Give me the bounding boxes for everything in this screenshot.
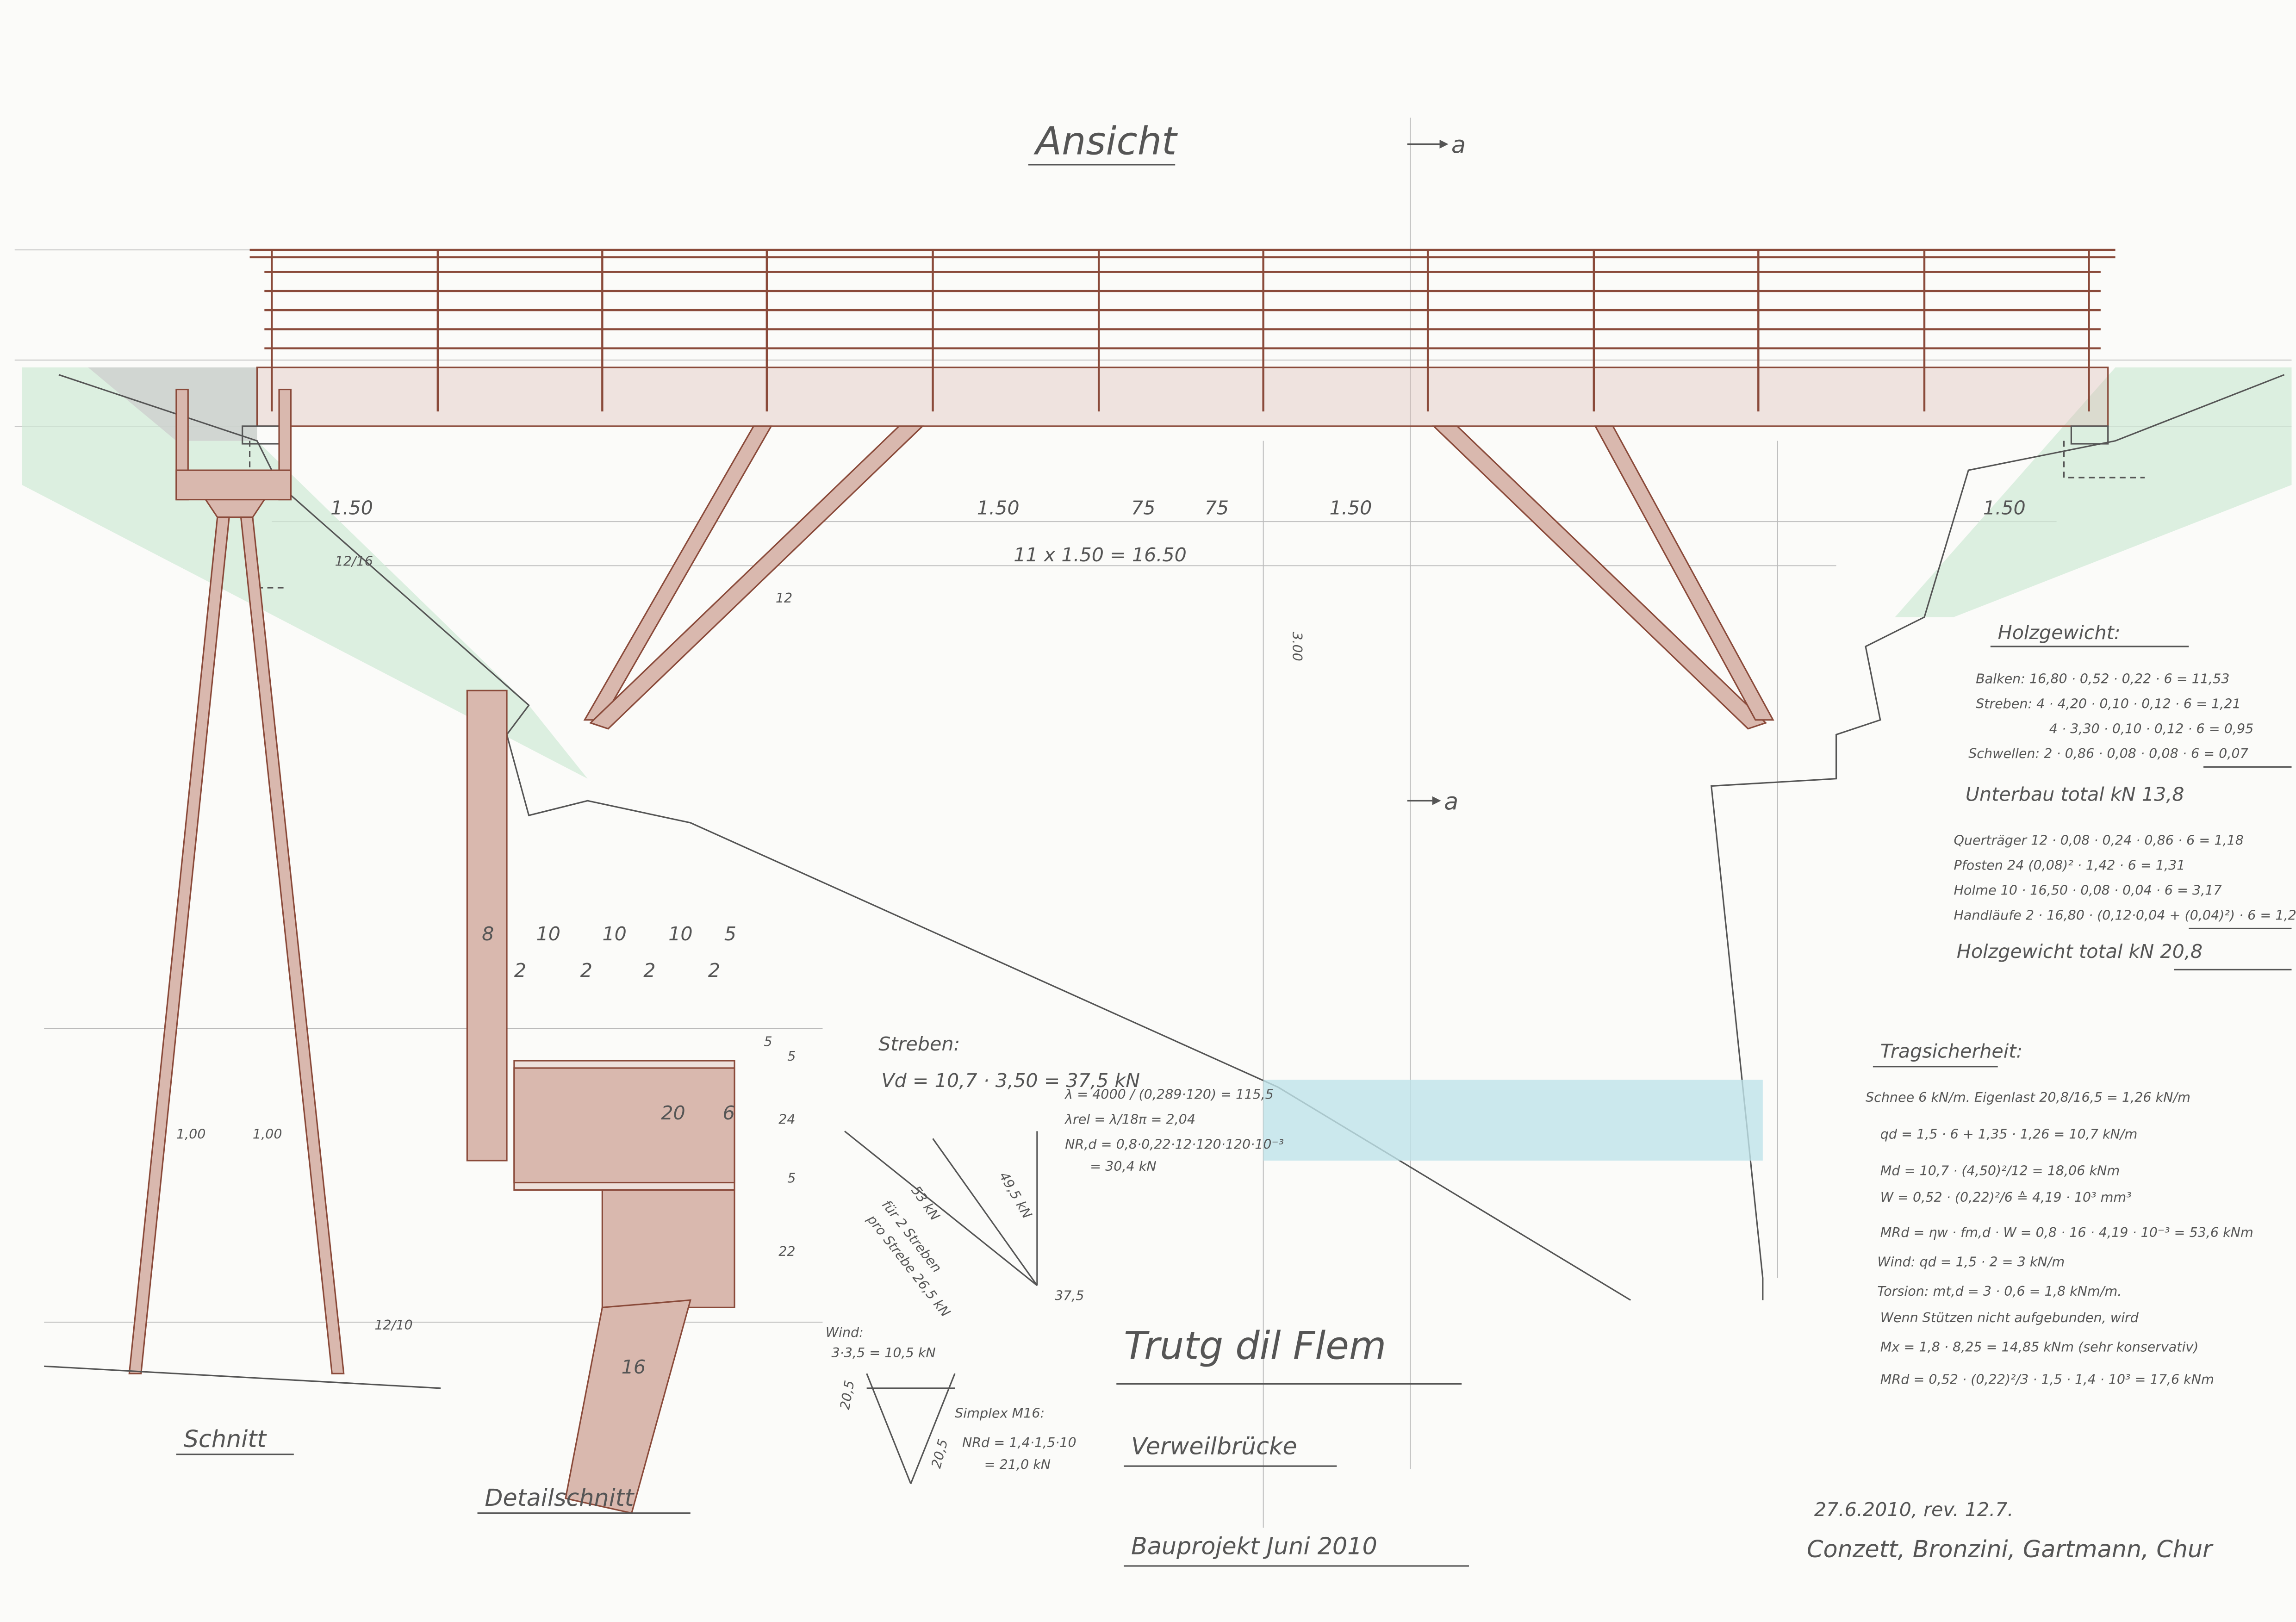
- svg-text:Unterbau total kN 13,8: Unterbau total kN 13,8: [1966, 783, 2184, 805]
- capacity-calculation: Tragsicherheit: Schnee 6 kN/m. Eigenlast…: [1866, 1040, 2253, 1387]
- svg-text:2: 2: [580, 959, 592, 982]
- svg-text:Vd = 10,7 · 3,50 = 37,5 kN: Vd = 10,7 · 3,50 = 37,5 kN: [881, 1069, 1140, 1092]
- svg-text:Streben: 4 · 4,20 · 0,10 · 0,1: Streben: 4 · 4,20 · 0,10 · 0,12 · 6 = 1,…: [1976, 696, 2241, 711]
- svg-text:NR,d = 0,8·0,22·12·120·120·10⁻: NR,d = 0,8·0,22·12·120·120·10⁻³: [1065, 1137, 1284, 1152]
- svg-text:1.50: 1.50: [330, 497, 373, 519]
- svg-text:49,5 kN: 49,5 kN: [996, 1169, 1035, 1221]
- svg-text:2: 2: [514, 959, 526, 982]
- svg-text:= 21,0 kN: = 21,0 kN: [984, 1456, 1051, 1472]
- section-marker-bottom: a: [1407, 788, 1458, 815]
- svg-text:Wenn Stützen nicht aufgebunden: Wenn Stützen nicht aufgebunden, wird: [1880, 1310, 2139, 1325]
- project-phase: Bauprojekt Juni 2010: [1131, 1533, 1377, 1560]
- svg-text:5: 5: [787, 1170, 796, 1186]
- svg-text:Schwellen: 2 · 0,86 · 0,08 · 0: Schwellen: 2 · 0,86 · 0,08 · 0,08 · 6 = …: [1968, 746, 2248, 761]
- svg-text:Schnee 6 kN/m. Eigenlast 20,8/: Schnee 6 kN/m. Eigenlast 20,8/16,5 = 1,2…: [1866, 1089, 2190, 1105]
- terrain: [22, 367, 2292, 1301]
- svg-text:10: 10: [602, 923, 627, 945]
- svg-text:Tragsicherheit:: Tragsicherheit:: [1880, 1040, 2023, 1063]
- title-block: Trutg dil Flem Verweilbrücke Bauprojekt …: [1116, 1324, 2214, 1567]
- svg-text:NRd = 1,4·1,5·10: NRd = 1,4·1,5·10: [962, 1435, 1076, 1450]
- svg-text:Handläufe 2 · 16,80 · (0,12·0,: Handläufe 2 · 16,80 · (0,12·0,04 + (0,04…: [1954, 907, 2296, 923]
- project-name: Trutg dil Flem: [1124, 1324, 1386, 1368]
- svg-text:4 · 3,30 · 0,10 · 0,12 · 6 = 0: 4 · 3,30 · 0,10 · 0,12 · 6 = 0,95: [2049, 721, 2254, 736]
- svg-text:Mx = 1,8 · 8,25 = 14,85 kNm (s: Mx = 1,8 · 8,25 = 14,85 kNm (sehr konser…: [1880, 1339, 2199, 1355]
- svg-text:Md = 10,7 · (4,50)²/12 = 18,06: Md = 10,7 · (4,50)²/12 = 18,06 kNm: [1880, 1163, 2120, 1179]
- water: [1263, 1080, 1763, 1161]
- svg-text:1.50: 1.50: [1329, 497, 1372, 519]
- svg-text:20,5: 20,5: [837, 1379, 858, 1411]
- svg-text:3.00: 3.00: [1289, 632, 1305, 661]
- svg-text:Holzgewicht:: Holzgewicht:: [1998, 621, 2121, 644]
- svg-text:= 30,4 kN: = 30,4 kN: [1090, 1158, 1157, 1174]
- svg-text:Wind:: Wind:: [826, 1324, 864, 1340]
- svg-text:λ = 4000 / (0,289·120) = 115,5: λ = 4000 / (0,289·120) = 115,5: [1064, 1087, 1274, 1102]
- svg-text:10: 10: [536, 923, 561, 945]
- svg-text:16: 16: [622, 1356, 646, 1378]
- weight-calculation: Holzgewicht: Balken: 16,80 · 0,52 · 0,22…: [1954, 621, 2296, 970]
- svg-text:3·3,5 = 10,5 kN: 3·3,5 = 10,5 kN: [831, 1345, 935, 1361]
- svg-text:5: 5: [764, 1033, 772, 1049]
- svg-text:Torsion: mt,d = 3 · 0,6 = 1,8: Torsion: mt,d = 3 · 0,6 = 1,8 kNm/m.: [1877, 1283, 2122, 1299]
- svg-text:Querträger 12 · 0,08 · 0,24 ·: Querträger 12 · 0,08 · 0,24 · 0,86 · 6 =…: [1954, 833, 2243, 848]
- detail-title: Detailschnitt: [485, 1484, 635, 1511]
- svg-text:75: 75: [1205, 497, 1229, 519]
- svg-text:20,5: 20,5: [928, 1437, 951, 1470]
- svg-text:11 x 1.50 = 16.50: 11 x 1.50 = 16.50: [1014, 544, 1187, 566]
- svg-text:Holme 10 · 16,50 · 0,08 · 0,04: Holme 10 · 16,50 · 0,08 · 0,04 · 6 = 3,1…: [1954, 882, 2221, 898]
- svg-text:10: 10: [668, 923, 693, 945]
- svg-text:2: 2: [643, 959, 655, 982]
- svg-text:1.50: 1.50: [977, 497, 1020, 519]
- svg-text:Pfosten 24 (0,08)² · 1,42 · 6: Pfosten 24 (0,08)² · 1,42 · 6 = 1,31: [1954, 857, 2185, 873]
- svg-text:5: 5: [724, 923, 736, 945]
- posts: [270, 250, 2090, 412]
- svg-text:λrel = λ/18π = 2,04: λrel = λ/18π = 2,04: [1064, 1112, 1195, 1127]
- svg-text:MRd = ηw · fm,d · W = 0,8 · 16: MRd = ηw · fm,d · W = 0,8 · 16 · 4,19 · …: [1880, 1224, 2253, 1240]
- elevation-dimensions: 1.50 1.50 75 75 1.50 1.50 11 x 1.50 = 16…: [330, 497, 2026, 661]
- svg-text:Simplex M16:: Simplex M16:: [955, 1405, 1045, 1421]
- bridge-elevation: [242, 249, 2145, 730]
- svg-text:Balken: 16,80 · 0,52 · 0,22 ·: Balken: 16,80 · 0,52 · 0,22 · 6 = 11,53: [1976, 671, 2229, 686]
- svg-text:qd = 1,5 · 6 + 1,35 · 1,26 = 1: qd = 1,5 · 6 + 1,35 · 1,26 = 10,7 kN/m: [1880, 1126, 2138, 1142]
- struts: [583, 425, 1774, 730]
- wind-calculation: Wind: 3·3,5 = 10,5 kN 20,5 20,5 Simplex …: [826, 1324, 1076, 1484]
- bridge-type: Verweilbrücke: [1131, 1433, 1297, 1460]
- section-title: Schnitt: [184, 1425, 267, 1453]
- svg-text:W = 0,52 · (0,22)²/6 ≙ 4,19 ·: W = 0,52 · (0,22)²/6 ≙ 4,19 · 10³ mm³: [1880, 1189, 2132, 1205]
- section-marker-top: a: [1407, 131, 1466, 159]
- svg-text:53 kN: 53 kN: [908, 1183, 943, 1224]
- svg-text:1.50: 1.50: [1983, 497, 2026, 519]
- svg-text:MRd = 0,52 · (0,22)²/3 · 1,5 ·: MRd = 0,52 · (0,22)²/3 · 1,5 · 1,4 · 10³…: [1880, 1371, 2214, 1387]
- rails: [264, 271, 2101, 349]
- svg-text:24: 24: [778, 1112, 795, 1127]
- svg-text:12/10: 12/10: [374, 1317, 412, 1333]
- svg-text:12/16: 12/16: [335, 553, 373, 569]
- svg-text:Wind: qd = 1,5 · 2 = 3 kN/m: Wind: qd = 1,5 · 2 = 3 kN/m: [1877, 1254, 2065, 1269]
- authors: Conzett, Bronzini, Gartmann, Chur: [1807, 1535, 2214, 1563]
- date: 27.6.2010, rev. 12.7.: [1814, 1498, 2014, 1521]
- svg-text:37,5: 37,5: [1055, 1287, 1084, 1303]
- struts-calculation: Streben: Vd = 10,7 · 3,50 = 37,5 kN 53 k…: [844, 1033, 1284, 1320]
- view-title: Ansicht: [1033, 119, 1178, 164]
- svg-text:Holzgewicht total kN 20,8: Holzgewicht total kN 20,8: [1957, 940, 2203, 963]
- svg-text:8: 8: [482, 923, 494, 945]
- svg-text:6: 6: [723, 1102, 735, 1124]
- svg-text:12: 12: [776, 590, 792, 606]
- svg-text:2: 2: [708, 959, 720, 982]
- detail-section: 8 10 10 10 5 2 2 2 2 5 5 24 5 22 20 6 16…: [466, 690, 796, 1514]
- svg-text:5: 5: [787, 1048, 796, 1064]
- svg-text:Streben:: Streben:: [878, 1033, 960, 1055]
- svg-text:20: 20: [661, 1102, 685, 1124]
- svg-text:a: a: [1444, 788, 1458, 815]
- svg-text:75: 75: [1131, 497, 1156, 519]
- cross-section: 12/16 1,00 1,00 12/10 Schnitt: [44, 388, 441, 1455]
- svg-text:a: a: [1451, 131, 1466, 159]
- svg-text:1,00: 1,00: [176, 1126, 206, 1142]
- svg-text:1,00: 1,00: [253, 1126, 282, 1142]
- svg-text:22: 22: [778, 1243, 795, 1259]
